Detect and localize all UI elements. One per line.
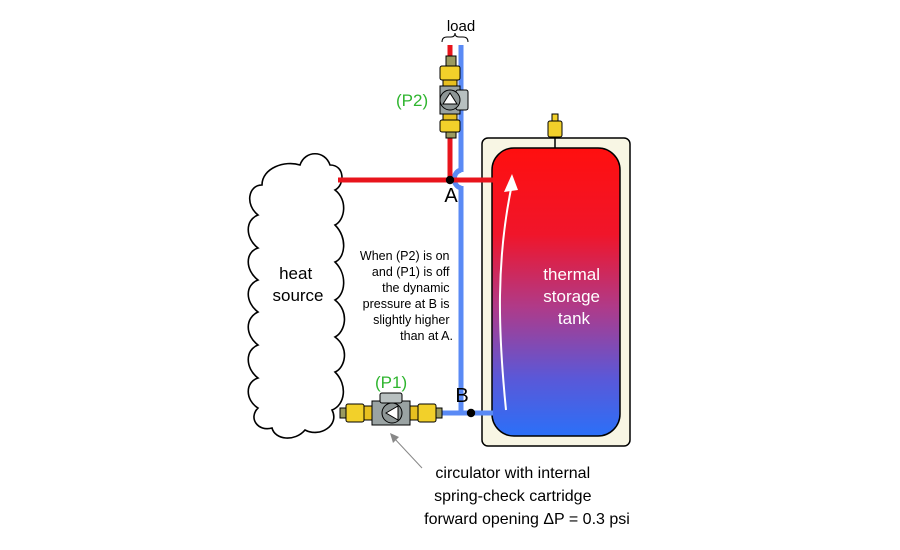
junction-a-dot — [445, 175, 455, 185]
circulator-callout: circulator with internal spring-check ca… — [424, 465, 630, 528]
pump-p2-icon — [439, 55, 469, 139]
heat-source-label: heat source — [272, 264, 323, 305]
load-label: load — [447, 18, 475, 35]
thermal-storage-tank — [491, 147, 621, 437]
callout-arrow — [390, 433, 423, 469]
heat-source-cloud — [247, 152, 346, 439]
pump-p1-icon — [339, 392, 443, 426]
dynamic-pressure-note: When (P2) is on and (P1) is off the dyna… — [360, 249, 453, 343]
point-a-label: A — [444, 185, 458, 207]
p2-label: (P2) — [396, 91, 428, 110]
point-b-label: B — [455, 385, 468, 407]
hot-supply-pipes — [338, 45, 493, 183]
tank-label: thermal storage tank — [543, 265, 604, 328]
junction-b-dot — [466, 408, 476, 418]
p1-label: (P1) — [375, 373, 407, 392]
load-bracket — [441, 32, 469, 43]
stratification-arrow — [498, 174, 518, 411]
air-vent-icon — [547, 113, 563, 148]
